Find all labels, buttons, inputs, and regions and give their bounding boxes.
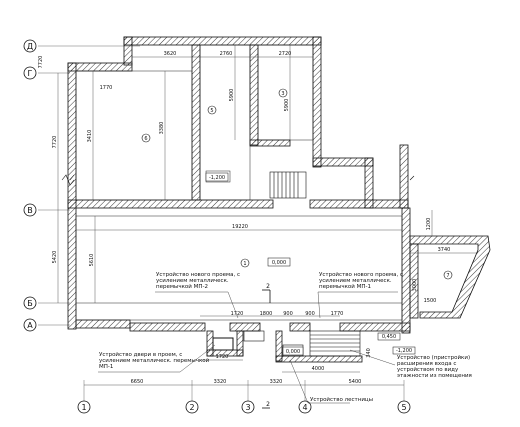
svg-text:1500: 1500	[424, 298, 437, 304]
dimension-lines	[57, 45, 478, 386]
svg-text:2: 2	[189, 403, 194, 412]
axis-markers-numbers: 1 2 3 4 5	[77, 400, 411, 414]
level-mark-main: 0,000	[267, 257, 291, 267]
axis-marker-g: Г	[23, 66, 37, 80]
svg-text:0,000: 0,000	[272, 260, 286, 266]
level-mark-upper: -1,200	[205, 172, 229, 182]
dimension-labels: 3620 2760 2720 7720 5420 6650 3320 3320 …	[38, 51, 450, 385]
svg-text:1770: 1770	[100, 85, 113, 91]
level-mark-right-small: 0,450	[377, 332, 401, 341]
svg-text:Г: Г	[28, 69, 33, 78]
svg-text:А: А	[27, 321, 33, 330]
svg-text:3320: 3320	[270, 379, 283, 385]
svg-text:900: 900	[305, 311, 315, 317]
room-tag-6: 6	[141, 133, 151, 143]
svg-text:3320: 3320	[214, 379, 227, 385]
svg-text:-1,200: -1,200	[396, 348, 412, 354]
note-bottom-middle: Устройство лестницы	[310, 396, 373, 403]
svg-text:2760: 2760	[220, 51, 233, 57]
svg-text:3000: 3000	[412, 279, 418, 292]
svg-text:1720: 1720	[216, 354, 229, 360]
svg-text:3410: 3410	[87, 130, 93, 143]
svg-text:5: 5	[401, 403, 406, 412]
svg-text:7720: 7720	[52, 136, 58, 149]
svg-text:3: 3	[245, 403, 250, 412]
svg-text:5610: 5610	[89, 254, 95, 267]
svg-text:5900: 5900	[284, 99, 290, 112]
level-mark-stairs-low: -1,200	[392, 346, 416, 355]
leader-lines	[98, 291, 398, 404]
level-marks: -1,200 0,000 0,000 0,450 -1,200	[205, 172, 416, 356]
break-marks	[61, 174, 415, 186]
svg-text:7: 7	[446, 273, 449, 279]
svg-text:0,000: 0,000	[286, 349, 300, 355]
note-right-entrance: Устройство (пристройки)расширения входа …	[397, 354, 472, 379]
axis-marker-1: 1	[77, 400, 91, 414]
svg-text:3380: 3380	[159, 122, 165, 135]
section-mark-bottom: 2	[266, 401, 270, 408]
walls	[67, 36, 491, 363]
section-mark-top: 2	[266, 283, 270, 290]
svg-text:1720: 1720	[231, 311, 244, 317]
svg-text:6: 6	[144, 136, 147, 142]
svg-text:1200: 1200	[426, 218, 432, 231]
axis-marker-d: Д	[23, 39, 37, 53]
svg-text:5400: 5400	[349, 379, 362, 385]
axis-marker-a: А	[23, 318, 37, 332]
stairs-upper	[269, 171, 307, 199]
svg-text:1770: 1770	[331, 311, 344, 317]
room-tag-7: 7	[443, 270, 453, 280]
svg-text:1: 1	[243, 261, 246, 267]
axis-marker-2: 2	[185, 400, 199, 414]
svg-text:2720: 2720	[279, 51, 292, 57]
svg-text:340: 340	[366, 348, 372, 358]
svg-text:5900: 5900	[229, 89, 235, 102]
svg-text:900: 900	[283, 311, 293, 317]
room-tag-1: 1	[240, 258, 250, 268]
room-tags: 6 5 3 7 1	[141, 88, 453, 280]
room-tag-5: 5	[207, 105, 217, 115]
level-mark-entrance: 0,000	[282, 346, 304, 356]
svg-text:7720: 7720	[38, 56, 44, 69]
svg-text:0,450: 0,450	[382, 334, 396, 340]
axis-marker-v: В	[23, 203, 37, 217]
svg-text:3620: 3620	[164, 51, 177, 57]
section-marks	[262, 289, 271, 409]
svg-text:3740: 3740	[438, 247, 451, 253]
svg-text:Д: Д	[27, 42, 33, 51]
svg-text:5420: 5420	[52, 251, 58, 264]
svg-text:-1,200: -1,200	[209, 175, 225, 181]
room-tag-3: 3	[278, 88, 288, 98]
inner-outlines	[75, 44, 403, 321]
svg-text:6650: 6650	[131, 379, 144, 385]
svg-text:19220: 19220	[232, 224, 248, 230]
axis-marker-4: 4	[298, 400, 312, 414]
axis-marker-b: Б	[23, 296, 37, 310]
svg-text:1800: 1800	[260, 311, 273, 317]
svg-text:3: 3	[281, 91, 284, 97]
axis-markers-letters: Д Г В Б А	[23, 39, 37, 332]
svg-text:4000: 4000	[312, 366, 325, 372]
axis-marker-3: 3	[241, 400, 255, 414]
svg-text:5: 5	[210, 108, 213, 114]
svg-text:1: 1	[81, 403, 86, 412]
svg-text:Б: Б	[27, 299, 33, 308]
axis-marker-5: 5	[397, 400, 411, 414]
svg-text:4: 4	[302, 403, 307, 412]
svg-text:В: В	[27, 206, 33, 215]
